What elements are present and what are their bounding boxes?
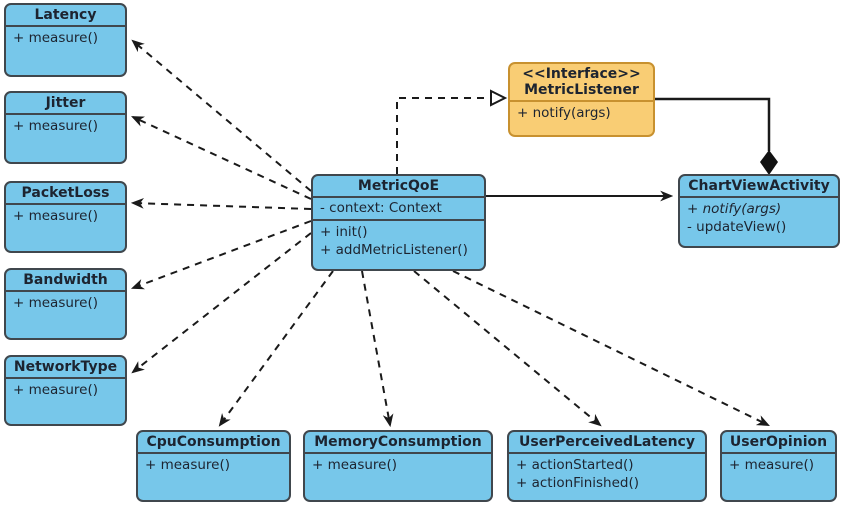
dependency-arrow-networktype [131,232,312,374]
class-bandwidth[interactable]: Bandwidth + measure() [4,268,127,340]
class-title: MemoryConsumption [305,432,491,454]
dependency-arrow-jitter [131,116,312,200]
dependency-arrow-userperceivedlatency [413,270,602,427]
class-operation: + init() [320,224,368,240]
dependency-arrow-cpuconsumption [218,270,334,427]
class-operation: + measure() [312,457,398,473]
class-operation: + notify(args) [517,105,611,121]
class-operation: + measure() [13,30,99,46]
class-operation: + measure() [729,457,815,473]
class-title: UserPerceivedLatency [509,432,705,454]
class-operation: + measure() [13,382,99,398]
class-title: Jitter [6,93,125,115]
class-userperceivedlatency[interactable]: UserPerceivedLatency + actionStarted() +… [507,430,707,502]
class-packetloss[interactable]: PacketLoss + measure() [4,181,127,253]
class-chartviewactivity[interactable]: ChartViewActivity + notify(args) - updat… [678,174,840,248]
interface-stereotype: <<Interface>> [522,66,641,82]
interface-title: <<Interface>> MetricListener [510,64,653,102]
class-title: Bandwidth [6,270,125,292]
class-operation: - updateView() [687,219,787,235]
class-operation: + notify(args) [687,201,782,217]
class-title: MetricQoE [313,176,484,198]
composition-line-metriclistener [655,97,771,151]
class-jitter[interactable]: Jitter + measure() [4,91,127,164]
class-useropinion[interactable]: UserOpinion + measure() [720,430,837,502]
class-operation: + addMetricListener() [320,242,468,258]
dependency-arrow-bandwidth [130,220,312,290]
interface-name: MetricListener [524,82,639,98]
interface-metriclistener[interactable]: <<Interface>> MetricListener + notify(ar… [508,62,655,137]
class-operation: + measure() [13,208,99,224]
composition-diamond [760,150,778,175]
class-operation: + measure() [13,295,99,311]
class-networktype[interactable]: NetworkType + measure() [4,355,127,426]
dependency-arrow-packetloss [130,197,312,210]
class-operation: + measure() [145,457,231,473]
class-metricqoe[interactable]: MetricQoE - context: Context + init() + … [311,174,486,271]
dependency-arrow-useropinion [452,270,770,426]
class-operation: + measure() [13,118,99,134]
class-title: Latency [6,5,125,27]
class-title: NetworkType [6,357,125,379]
class-cpuconsumption[interactable]: CpuConsumption + measure() [136,430,291,502]
class-operation: + actionStarted() [516,457,634,473]
class-attribute: - context: Context [320,200,442,216]
class-title: ChartViewActivity [680,176,838,198]
class-latency[interactable]: Latency + measure() [4,3,127,77]
realization-arrow-metriclistener [396,97,491,174]
class-title: UserOpinion [722,432,835,454]
class-title: PacketLoss [6,183,125,205]
realization-hollow-triangle [490,89,508,107]
class-memoryconsumption[interactable]: MemoryConsumption + measure() [303,430,493,502]
class-title: CpuConsumption [138,432,289,454]
dependency-arrow-latency [131,39,312,192]
class-operation: + actionFinished() [516,475,639,491]
dependency-arrow-memoryconsumption [361,270,394,428]
